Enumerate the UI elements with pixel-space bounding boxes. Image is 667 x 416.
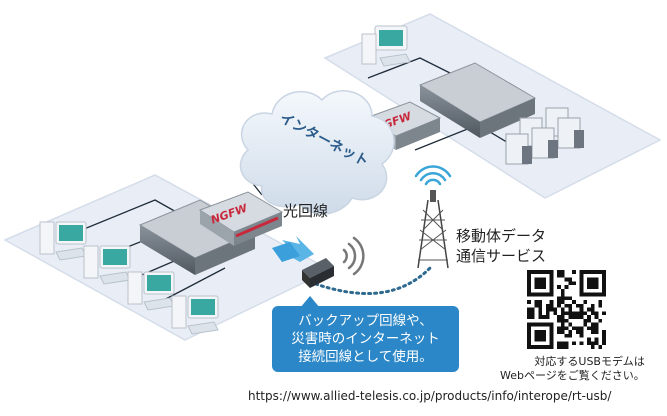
cell-tower-icon (417, 190, 449, 269)
qr-note: 対応するUSBモデムは Webページをご覧ください。 (500, 355, 645, 383)
mobile-label-line2: 通信サービス (456, 247, 547, 265)
usb-connect-arrow-icon (272, 236, 314, 262)
client-pc-3 (127, 271, 175, 311)
mobile-data-label: 移動体データ 通信サービス (456, 226, 546, 266)
qr-note-line1: 対応するUSBモデムは (534, 355, 645, 368)
backup-callout: バックアップ回線や、 災害時のインターネット 接続回線として使用。 (272, 306, 459, 372)
usb-modem-icon (302, 258, 334, 288)
server-rack-icon (505, 107, 584, 165)
usb-signal-icon (342, 236, 365, 276)
client-pc-2 (83, 245, 131, 285)
client-pc-1 (39, 221, 87, 261)
tower-signal-icon (414, 165, 452, 186)
internet-cloud: インターネット (239, 90, 395, 215)
client-pc-4 (171, 295, 219, 335)
callout-line3: 接続回線として使用。 (298, 349, 433, 365)
mobile-data-link (308, 266, 432, 296)
fiber-label: 光回線 (283, 202, 329, 220)
callout-line1: バックアップ回線や、 (298, 313, 433, 329)
qr-note-line2: Webページをご覧ください。 (500, 369, 645, 382)
callout-line2: 災害時のインターネット (291, 331, 440, 347)
callout-tail (300, 296, 320, 308)
firewall-main-icon: NGFW (198, 191, 284, 246)
remote-pc (361, 25, 411, 67)
qr-code-icon[interactable] (527, 270, 606, 349)
remote-switch-icon (418, 62, 537, 138)
mobile-label-line1: 移動体データ (456, 227, 547, 245)
product-url-link[interactable]: https://www.allied-telesis.co.jp/product… (248, 389, 612, 403)
